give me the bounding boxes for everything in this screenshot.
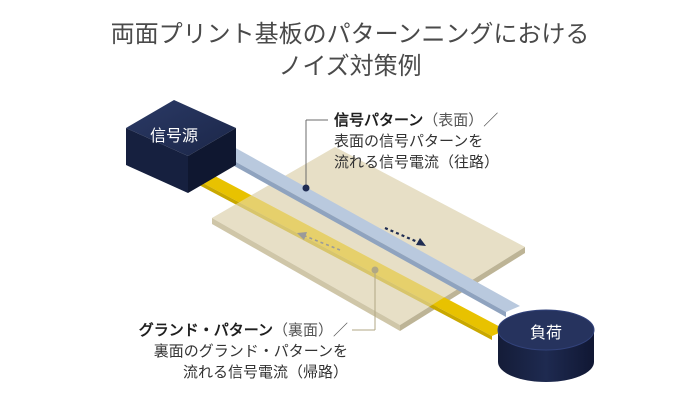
signal-callout-title: 信号パターン [334, 111, 424, 129]
signal-callout-line-2: 表面の信号パターンを [334, 132, 484, 150]
load-cylinder [497, 309, 595, 382]
signal-callout-line-3: 流れる信号電流（往路） [334, 153, 500, 171]
signal-trace [218, 146, 520, 317]
title-line-2: ノイズ対策例 [278, 52, 422, 80]
signal-leader-line [302, 119, 328, 192]
ground-leader-line [352, 266, 379, 331]
ground-callout-line-1: グランド・パターン（裏面）／ [112, 320, 348, 341]
diagram-title: 両面プリント基板のパターンニングにおける ノイズ対策例 [0, 18, 700, 82]
forward-current-arrow [384, 226, 426, 246]
return-current-arrow [297, 232, 341, 251]
signal-callout-side: （表面）／ [423, 111, 499, 129]
signal-source-box [126, 100, 236, 193]
load-label: 負荷 [530, 323, 563, 342]
ground-callout-title: グランド・パターン [138, 321, 273, 339]
ground-callout-side: （裏面）／ [272, 321, 348, 339]
signal-callout-line-1: 信号パターン（表面）／ [334, 110, 499, 131]
signal-pattern-callout: 信号パターン（表面）／ 表面の信号パターンを 流れる信号電流（往路） [334, 110, 499, 173]
ground-pattern-callout: グランド・パターン（裏面）／ 裏面のグランド・パターンを 流れる信号電流（帰路） [112, 320, 348, 383]
title-line-1: 両面プリント基板のパターンニングにおける [110, 20, 590, 48]
signal-source-label: 信号源 [150, 126, 199, 145]
ground-callout-line-2: 裏面のグランド・パターンを [153, 342, 348, 360]
ground-callout-line-3: 流れる信号電流（帰路） [182, 363, 348, 381]
